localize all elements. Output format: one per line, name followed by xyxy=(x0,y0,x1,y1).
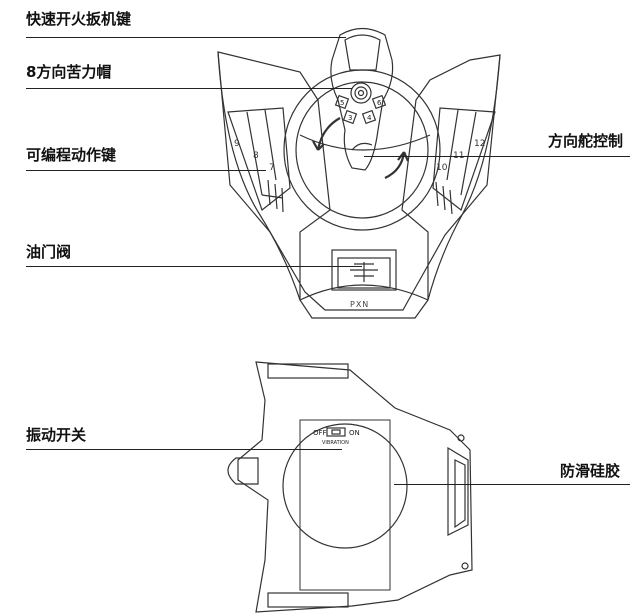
button-number-9: 9 xyxy=(234,139,240,149)
callout-rudder: 方向舵控制 xyxy=(548,132,624,150)
hat-number-3: 3 xyxy=(348,114,352,122)
hat-number-6: 6 xyxy=(377,99,382,107)
switch-on-label: ON xyxy=(349,429,360,437)
right-button-panel: 10 11 12 xyxy=(432,107,496,215)
brand-logo: PXN xyxy=(350,300,369,309)
leader-rudder xyxy=(364,156,630,157)
hat-number-5: 5 xyxy=(340,99,344,107)
joystick-stick xyxy=(330,27,394,171)
bottom-body xyxy=(237,361,473,613)
top-view: 9 8 7 10 11 12 xyxy=(217,27,501,319)
leader-antislip xyxy=(394,484,630,485)
button-number-8: 8 xyxy=(253,151,259,161)
callout-trigger: 快速开火扳机键 xyxy=(26,10,132,28)
leader-programmable xyxy=(26,170,266,171)
bottom-view: OFF ON VIBRATION xyxy=(227,361,473,613)
button-number-12: 12 xyxy=(474,139,485,149)
callout-antislip: 防滑硅胶 xyxy=(560,462,621,480)
hat-number-4: 4 xyxy=(367,114,372,122)
button-number-7: 7 xyxy=(269,163,275,173)
callout-programmable: 可编程动作键 xyxy=(26,146,117,164)
throttle xyxy=(331,249,397,291)
left-button-panel: 9 8 7 xyxy=(227,107,291,213)
anti-slip-pad xyxy=(282,423,408,549)
leader-vibration xyxy=(26,449,342,450)
switch-off-label: OFF xyxy=(313,429,327,437)
vibration-switch[interactable]: OFF ON VIBRATION xyxy=(313,427,360,446)
callout-hat: 8方向苦力帽 xyxy=(26,63,112,81)
button-number-10: 10 xyxy=(436,163,448,173)
hat-switch: 5 6 3 4 xyxy=(334,82,387,125)
leader-trigger xyxy=(26,37,346,38)
base-body xyxy=(217,51,501,319)
leader-throttle xyxy=(26,266,362,267)
callout-vibration: 振动开关 xyxy=(26,426,87,444)
switch-caption: VIBRATION xyxy=(322,440,349,446)
rotation-arrow-icon xyxy=(316,117,341,151)
leader-hat xyxy=(26,88,352,89)
callout-throttle: 油门阀 xyxy=(26,243,72,261)
